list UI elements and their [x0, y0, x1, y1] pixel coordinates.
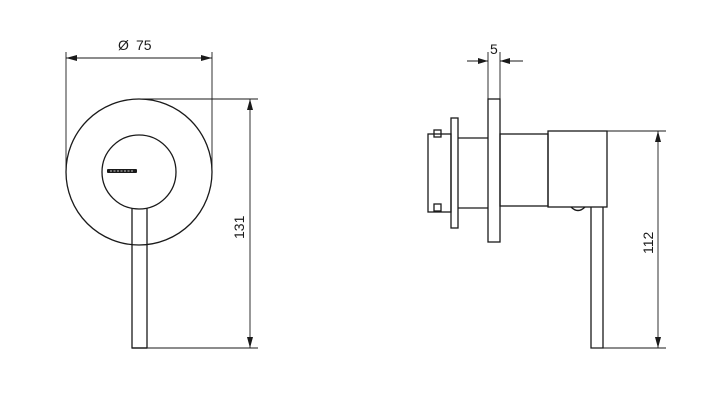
side-height-dimension: 112 — [603, 130, 666, 349]
lever-side-outline — [590, 207, 604, 349]
diameter-symbol: Ø — [118, 37, 129, 53]
bracket-screw-top — [433, 129, 442, 138]
diameter-dimension: Ø 75 — [65, 37, 213, 172]
arrowhead-bottom — [247, 337, 253, 348]
arrowhead-right — [201, 55, 212, 61]
mounting-bracket — [427, 133, 452, 213]
handle-hub-side — [547, 130, 608, 208]
arrowhead-top — [655, 131, 661, 142]
side-view — [427, 98, 608, 349]
mounting-flange — [450, 117, 459, 229]
handle-pivot — [570, 206, 586, 212]
front-height-value: 131 — [231, 215, 247, 239]
cover-plate-outline — [65, 98, 213, 246]
cover-plate-side — [487, 98, 501, 243]
bracket-screw-bottom — [433, 203, 442, 212]
handle-hub-outline — [101, 134, 177, 210]
valve-sleeve — [499, 133, 549, 207]
lever-handle-outline — [131, 208, 148, 349]
arrowhead-bottom — [655, 337, 661, 348]
plate-thickness-dimension: 5 — [467, 41, 523, 99]
front-height-dimension: 131 — [139, 98, 258, 349]
arrowhead-left — [478, 58, 488, 64]
side-height-value: 112 — [640, 231, 656, 254]
arrowhead-left — [66, 55, 77, 61]
arrowhead-top — [247, 99, 253, 110]
arrowhead-right — [500, 58, 510, 64]
brand-logo-mark — [107, 169, 137, 173]
plate-thickness-value: 5 — [490, 41, 498, 57]
front-view — [65, 98, 213, 349]
diameter-value: 75 — [136, 37, 152, 53]
